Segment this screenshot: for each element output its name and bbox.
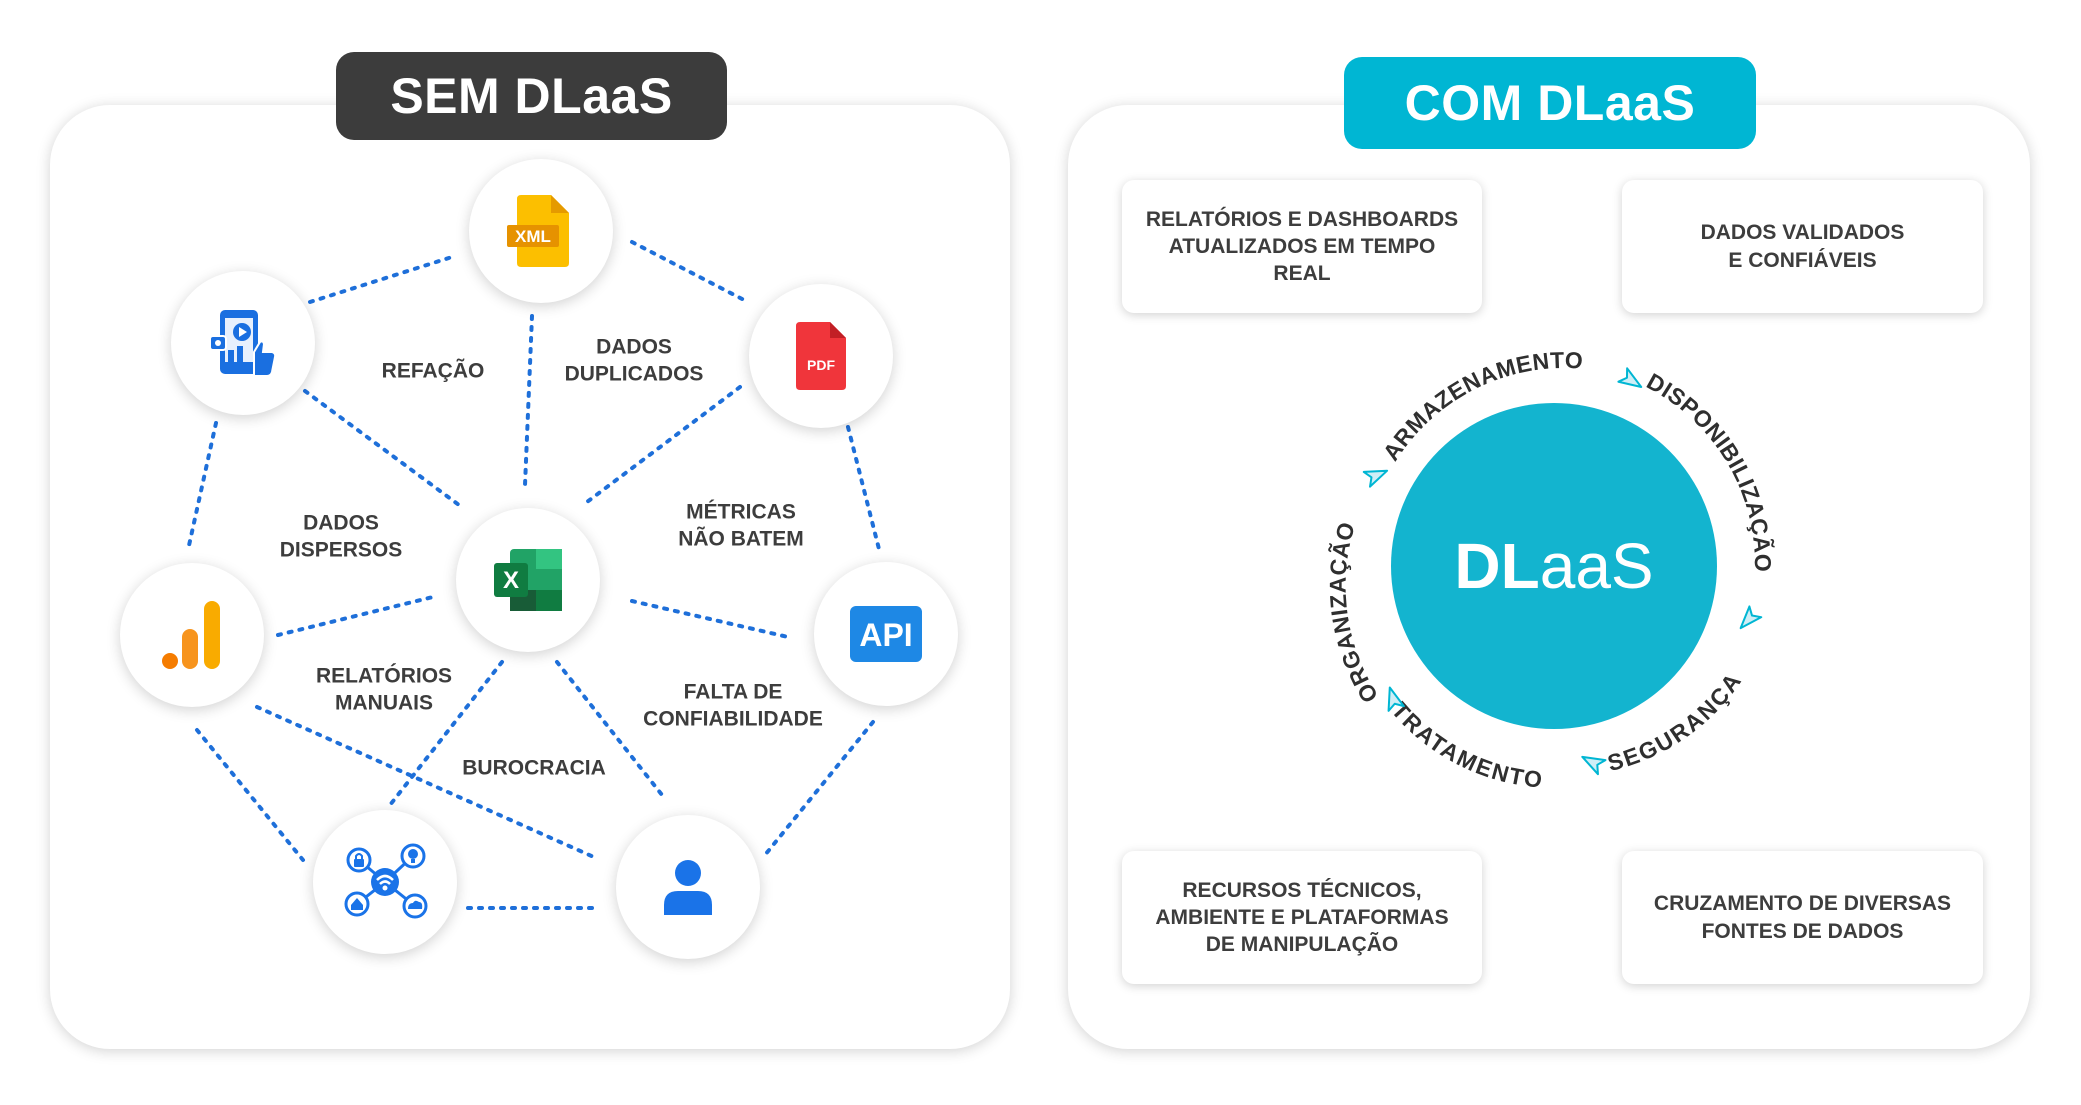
cycle-label-disponibilizacao: DISPONIBILIZAÇÃO: [1643, 368, 1777, 572]
iot-network-icon: [344, 843, 428, 919]
node-user: [616, 815, 760, 959]
api-icon: API: [850, 606, 922, 662]
excel-caption: X: [503, 567, 519, 594]
connector-line: [388, 660, 504, 807]
node-iot: [313, 810, 457, 954]
api-caption: API: [859, 617, 912, 653]
connector-line: [276, 594, 439, 637]
cycle-arrow-icon: [1739, 605, 1763, 630]
benefit-card-data-crossing: CRUZAMENTO DE DIVERSAS FONTES DE DADOS: [1622, 851, 1983, 984]
benefit-card-text: RELATÓRIOS E DASHBOARDS ATUALIZADOS EM T…: [1145, 207, 1459, 286]
label-burocracia: BUROCRACIA: [462, 756, 606, 780]
connector-line: [255, 705, 598, 860]
dlaas-logo-bold: DL: [1454, 530, 1540, 602]
benefit-card-realtime-reports: RELATÓRIOS E DASHBOARDS ATUALIZADOS EM T…: [1122, 180, 1482, 313]
cycle-arrow-icon: [1362, 469, 1389, 488]
node-mobile: [171, 271, 315, 415]
connector-line: [846, 425, 882, 555]
benefit-card-technical-resources: RECURSOS TÉCNICOS, AMBIENTE E PLATAFORMA…: [1122, 851, 1482, 984]
label-dados-dispersos: DADOS DISPERSOS: [279, 511, 403, 562]
xml-file-icon: XML: [507, 195, 569, 267]
label-metricas-nao-batem: MÉTRICAS NÃO BATEM: [678, 500, 804, 551]
node-xml: XML: [469, 159, 613, 303]
cycle-label-armazenamento: ARMAZENAMENTO: [1378, 347, 1584, 465]
node-api: API: [814, 562, 958, 706]
connector-line: [630, 240, 750, 304]
pdf-caption: PDF: [807, 357, 835, 373]
connector-line: [763, 720, 875, 857]
benefit-card-text: RECURSOS TÉCNICOS, AMBIENTE E PLATAFORMA…: [1155, 878, 1449, 957]
pdf-file-icon: PDF: [796, 322, 846, 390]
connector-line: [555, 660, 668, 802]
cycle-label-tratamento: TRATAMENTO: [1387, 697, 1544, 793]
xml-caption: XML: [515, 227, 551, 246]
connector-line: [308, 255, 454, 304]
dlaas-logo-light: aaS: [1539, 530, 1654, 602]
analytics-icon: [162, 601, 220, 669]
connector-line: [581, 385, 742, 507]
com-dlaas-title: COM DLaaS: [1344, 57, 1756, 149]
connector-line: [630, 599, 790, 639]
connector-line: [303, 389, 465, 510]
label-dados-duplicados: DADOS DUPLICADOS: [564, 335, 704, 386]
label-refacao: REFAÇÃO: [381, 359, 485, 383]
cycle-arrow-icon: [1581, 755, 1607, 776]
label-falta-confiabilidade: FALTA DE CONFIABILIDADE: [643, 680, 823, 731]
node-analytics: [120, 563, 264, 707]
cycle-arrow-icon: [1387, 686, 1405, 712]
cycle-label-organizacao: ORGANIZAÇÃO: [1325, 519, 1384, 708]
benefit-card-validated-data: DADOS VALIDADOS E CONFIÁVEIS: [1622, 180, 1983, 313]
cycle-label-seguranca: SEGURANÇA: [1605, 668, 1746, 776]
user-icon: [664, 860, 712, 915]
sem-dlaas-title: SEM DLaaS: [336, 52, 727, 140]
label-relatorios-manuais: RELATÓRIOS MANUAIS: [315, 664, 453, 715]
excel-icon: X: [494, 549, 562, 611]
node-excel: X: [456, 508, 600, 652]
benefit-card-text: CRUZAMENTO DE DIVERSAS FONTES DE DADOS: [1653, 892, 1952, 943]
benefit-card-text: DADOS VALIDADOS E CONFIÁVEIS: [1700, 221, 1905, 272]
connector-line: [186, 421, 218, 552]
node-pdf: PDF: [749, 284, 893, 428]
cycle-arrow-icon: [1617, 367, 1643, 388]
mobile-app-icon: [209, 310, 277, 377]
